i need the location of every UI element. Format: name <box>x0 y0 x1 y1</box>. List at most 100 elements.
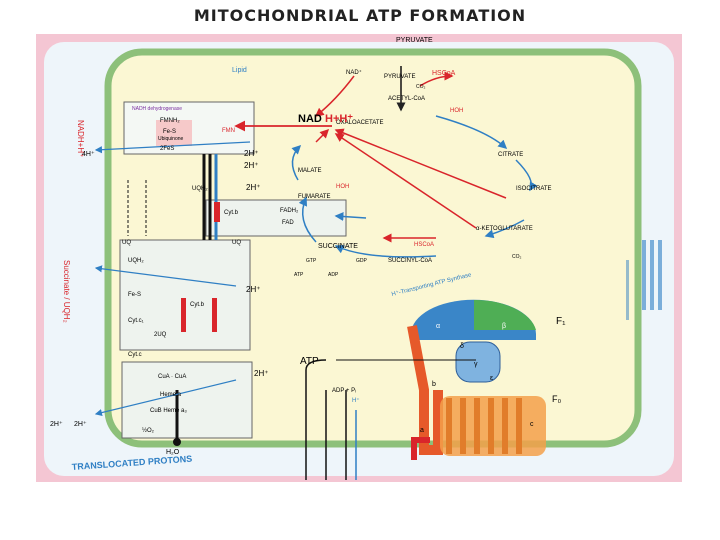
complex-iv-dot <box>173 438 181 446</box>
label-fmnh2: FMNH₂ <box>160 118 180 124</box>
nad-arrow <box>314 75 355 117</box>
label-two-h2: 2H⁺ <box>244 161 258 170</box>
proton-arrow-1 <box>94 141 251 154</box>
atp-curve <box>305 359 327 371</box>
label-h-plus: H⁺ <box>352 397 360 404</box>
label-nadh-side: NADH+H⁺ <box>76 120 85 157</box>
proton-arrow-2 <box>94 265 237 287</box>
side-text-bar-3 <box>658 240 662 310</box>
label-adp-small: ADP <box>328 272 339 278</box>
cyt-b-bar-1 <box>181 298 186 332</box>
label-co2-top: CO₂ <box>416 84 426 90</box>
label-fumarate: FUMARATE <box>298 194 331 200</box>
label-co2-right: CO₂ <box>512 254 522 260</box>
citrate-arrow <box>435 115 508 150</box>
label-gamma: γ <box>474 361 478 368</box>
cyt-b-bar-3 <box>214 202 220 222</box>
label-isocitrate: ISOCITRATE <box>516 186 552 192</box>
label-two-h5: 2H⁺ <box>254 369 268 378</box>
hscoa-arrow <box>419 71 454 87</box>
label-adp-pi: ADP + Pᵢ <box>332 388 356 394</box>
label-two-h4: 2H⁺ <box>246 285 260 294</box>
complex-ii-box <box>205 199 347 237</box>
label-nadh-h: H+H⁺ <box>325 113 353 125</box>
label-hscoa-mid: HSCoA <box>414 242 434 248</box>
page-title: MITOCHONDRIAL ATP FORMATION <box>193 6 527 25</box>
akg-arrow <box>484 219 525 239</box>
a-subunit <box>411 437 430 460</box>
diagram-canvas: PYRUVATE PYRUVATE NAD⁺ HSCoA CO₂ ACETYL-… <box>36 34 682 482</box>
label-hoh2: HOH <box>336 184 349 190</box>
f0-c-ring-4 <box>488 398 494 454</box>
label-uqh2-b: UQH₂ <box>128 258 144 264</box>
proton-arrow-3 <box>94 379 237 417</box>
label-lipid: Lipid <box>232 67 247 74</box>
cyt-b-bar-2 <box>212 298 217 332</box>
f0-c-ring-2 <box>460 398 466 454</box>
label-fmn: FMN <box>222 128 235 134</box>
label-cyt-b2: Cyt.b <box>190 302 205 308</box>
label-two-h6: 2H⁺ <box>50 421 63 428</box>
label-epsilon: ε <box>490 375 493 382</box>
label-fes-ubiq: Fe-S <box>163 129 176 135</box>
succinyl-arrow <box>334 245 437 258</box>
label-ubq2: UQ <box>232 240 241 246</box>
label-alpha: α <box>436 323 440 330</box>
label-c-sub: c <box>530 421 534 428</box>
label-b-sub: b <box>432 381 436 388</box>
label-alpha-kg: α-KETOGLUTARATE <box>476 226 533 232</box>
complex-i-core <box>156 120 192 146</box>
label-nadh-main: NAD <box>298 113 322 125</box>
label-four-h: 4H⁺ <box>82 151 95 158</box>
label-acetyl-coa: ACETYL-CoA <box>388 96 425 102</box>
label-pyruvate-top: PYRUVATE <box>396 37 433 44</box>
side-text-bar-2 <box>650 240 654 310</box>
isocitrate-nadh-arrow <box>334 128 507 199</box>
label-two-h3: 2H⁺ <box>246 183 260 192</box>
side-text-bar-1 <box>642 240 646 310</box>
label-oxaloacetate: OXALOACETATE <box>336 120 383 126</box>
f1-central-stalk <box>455 341 501 383</box>
label-h2o: H₂O <box>166 449 180 456</box>
f0-c-ring-3 <box>474 398 480 454</box>
label-ubiquinone: Ubiquinone <box>158 136 184 142</box>
label-beta: β <box>502 323 506 330</box>
label-citrate: CITRATE <box>498 152 523 158</box>
f0-c-ring-1 <box>446 398 452 454</box>
malate-nadh-arrow <box>315 128 330 143</box>
label-fad: FAD <box>282 220 294 226</box>
label-atp-small: ATP <box>294 272 304 278</box>
side-text-bar-4 <box>626 260 629 320</box>
mitochondrion-diagram: PYRUVATE PYRUVATE NAD⁺ HSCoA CO₂ ACETYL-… <box>36 30 682 482</box>
label-fes2: Fe-S <box>128 292 141 298</box>
label-hscoa-top: HSCoA <box>432 70 456 77</box>
label-f1: F₁ <box>556 316 566 327</box>
label-cyt-c1: Cyt.c₁ <box>128 318 144 324</box>
label-hoh: HOH <box>450 108 463 114</box>
label-a-sub: a <box>420 427 424 434</box>
label-ubq: UQ <box>122 240 131 246</box>
label-cyt-b: Cyt.b <box>224 210 239 216</box>
f0-c-ring-6 <box>516 398 522 454</box>
label-gtp: GTP <box>306 258 317 264</box>
label-heme-a: Heme a <box>160 392 182 398</box>
fumarate-arrow <box>291 144 302 181</box>
f0-c-ring-5 <box>502 398 508 454</box>
label-nad-plus: NAD⁺ <box>346 69 362 76</box>
succinate-arrow <box>298 196 317 243</box>
label-two-h7: 2H⁺ <box>74 421 87 428</box>
label-succinate-side: Succinate / UQH₂ <box>62 260 71 323</box>
label-complex1-header: NADH dehydrogenase <box>132 106 182 112</box>
label-o2: ½O₂ <box>142 427 155 434</box>
akg-nadh-arrow <box>334 133 477 229</box>
label-delta: δ <box>460 343 464 350</box>
label-two-uq: 2UQ <box>154 332 167 338</box>
isocitrate-arrow <box>515 159 538 192</box>
label-cyt-c: Cyt.c <box>128 352 142 358</box>
label-two-fes: 2FeS <box>160 146 174 152</box>
peripheral-stalk <box>407 325 443 455</box>
f1-head-green <box>474 299 536 330</box>
label-uqh2: UQH₂ <box>192 186 208 192</box>
label-cua: CuA · CuA <box>158 374 186 380</box>
label-gdp: GDP <box>356 258 368 264</box>
